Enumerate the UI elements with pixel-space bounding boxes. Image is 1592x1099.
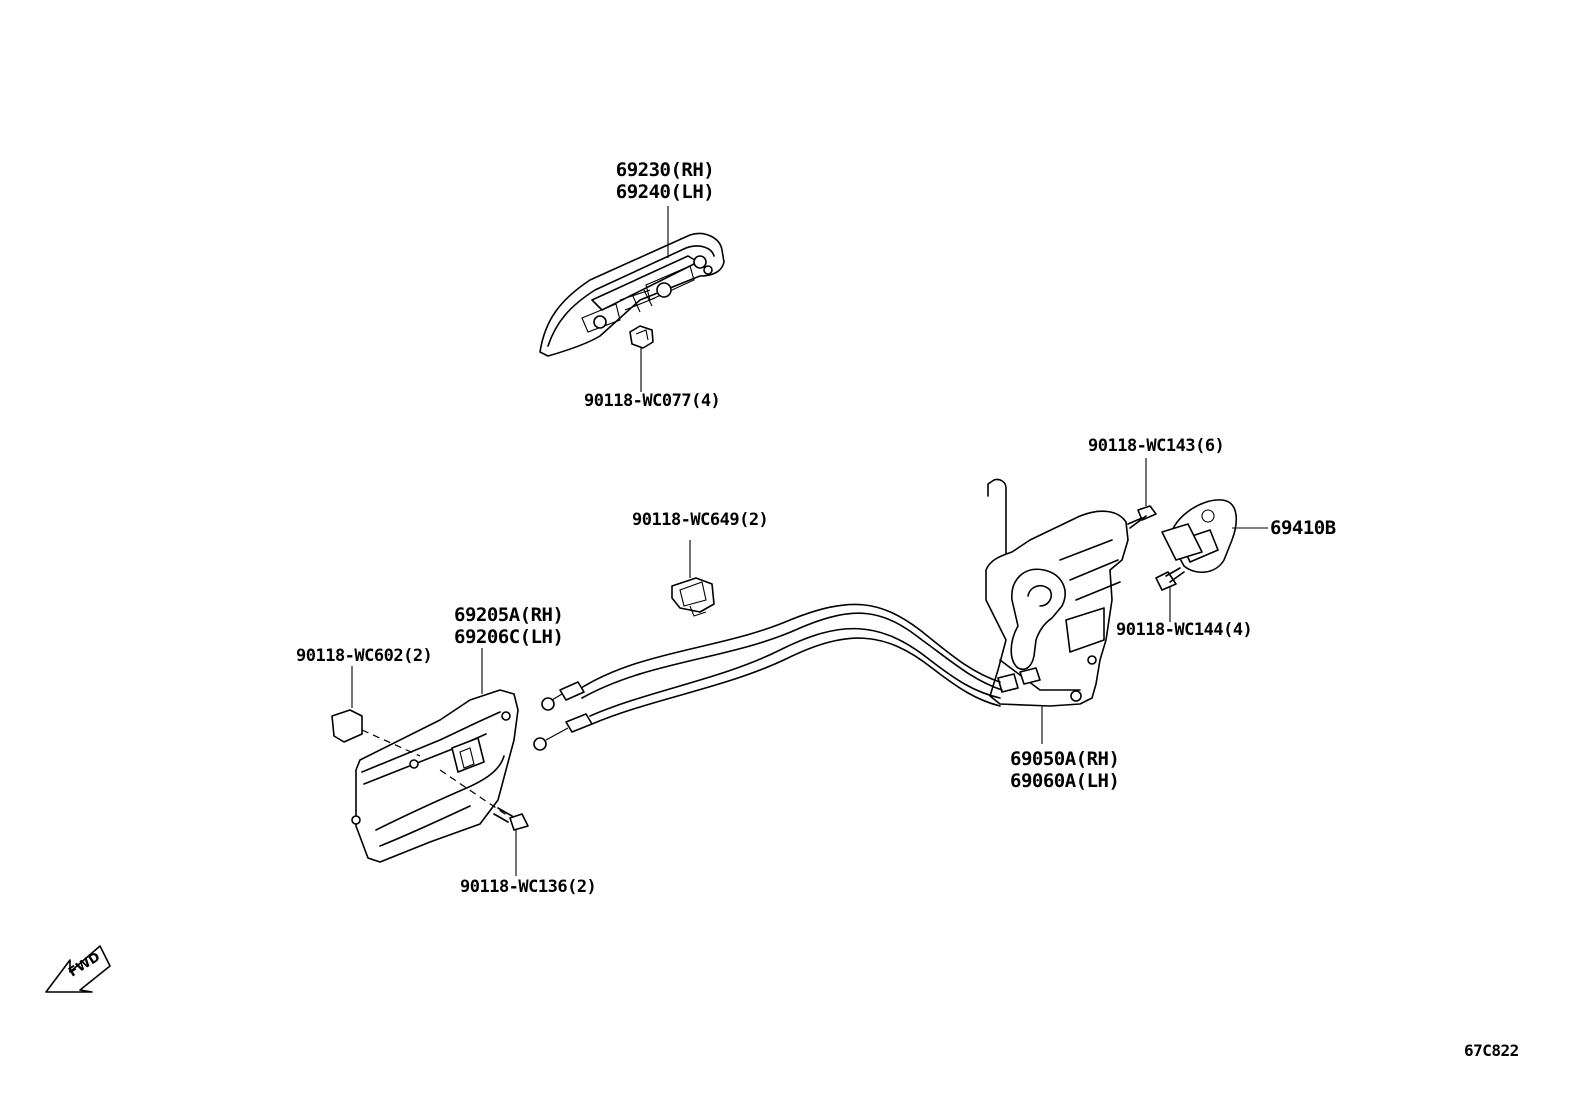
label-outside-handle-rh: 69230(RH): [615, 159, 715, 181]
screw-wc136: [493, 807, 529, 831]
nut-wc077: [629, 325, 654, 349]
outside-door-handle: [539, 232, 725, 357]
label-lock-assy-lh: 69060A(LH): [1010, 770, 1120, 792]
dashed-guide: [361, 729, 421, 757]
direction-arrow-icon: FWD: [45, 945, 111, 993]
label-striker: 69410B: [1270, 517, 1336, 539]
label-cap-wc602: 90118-WC602(2): [296, 646, 433, 666]
label-outside-handle-lh: 69240(LH): [615, 181, 715, 203]
label-inside-handle-rh: 69205A(RH): [454, 604, 564, 626]
figure-code: 67C822: [1464, 1041, 1519, 1060]
dashed-guide: [439, 769, 509, 817]
door-lock-assembly: [985, 478, 1129, 707]
label-screw-wc143: 90118-WC143(6): [1088, 436, 1225, 456]
label-inside-handle: 69205A(RH) 69206C(LH): [454, 604, 564, 648]
inside-door-handle: [351, 689, 519, 863]
cable-clip-wc649: [671, 577, 715, 617]
label-clip-wc649: 90118-WC649(2): [632, 510, 769, 530]
cap-wc602: [331, 709, 363, 743]
label-lock-assy: 69050A(RH) 69060A(LH): [1010, 748, 1120, 792]
screw-wc144: [1155, 567, 1185, 591]
lock-cables: [533, 603, 1003, 751]
label-screw-wc144: 90118-WC144(4): [1116, 620, 1253, 640]
label-lock-assy-rh: 69050A(RH): [1010, 748, 1120, 770]
screw-wc143: [1127, 505, 1157, 529]
door-lock-striker: [1161, 499, 1238, 573]
label-outside-handle: 69230(RH) 69240(LH): [610, 159, 720, 203]
label-inside-handle-lh: 69206C(LH): [454, 626, 564, 648]
label-nut-wc077: 90118-WC077(4): [584, 391, 721, 411]
label-screw-wc136: 90118-WC136(2): [460, 877, 597, 897]
